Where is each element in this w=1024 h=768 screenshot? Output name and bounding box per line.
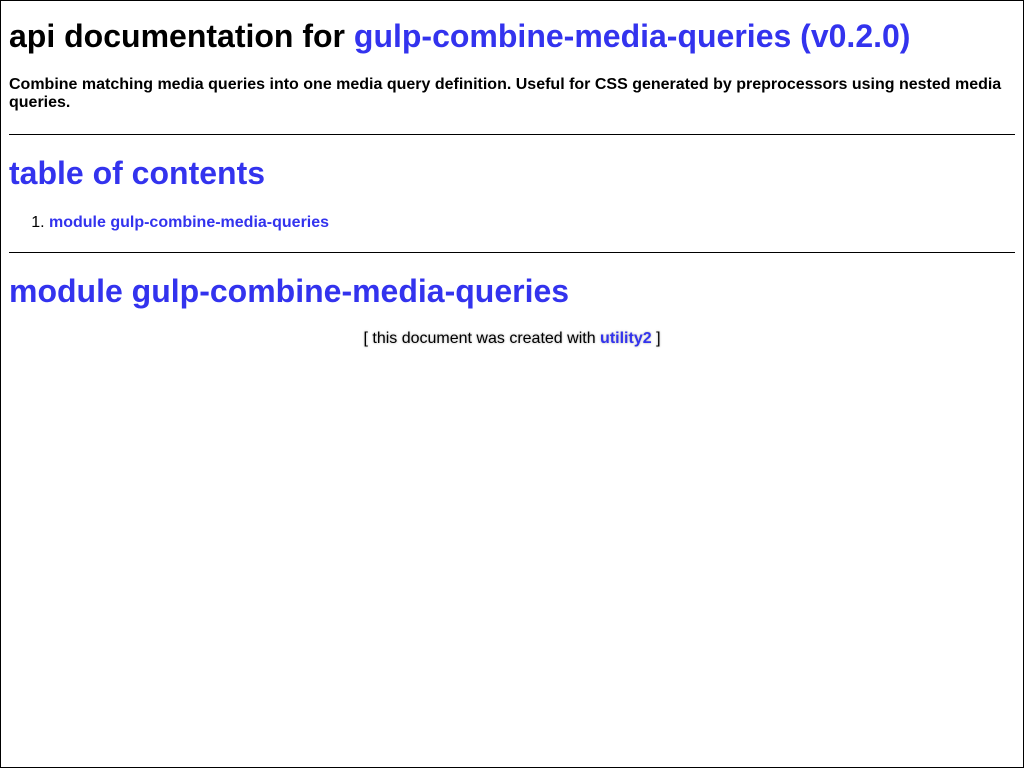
- utility2-link[interactable]: utility2: [600, 330, 652, 347]
- toc-item: module gulp-combine-media-queries: [49, 213, 1015, 233]
- page-title: api documentation for gulp-combine-media…: [9, 16, 1015, 56]
- module-heading: module gulp-combine-media-queries: [9, 273, 1015, 309]
- toc-list: module gulp-combine-media-queries: [9, 213, 1015, 233]
- toc-link-module[interactable]: module gulp-combine-media-queries: [49, 214, 330, 231]
- footer-suffix: ]: [656, 330, 661, 347]
- package-link[interactable]: gulp-combine-media-queries (v0.2.0): [353, 18, 911, 54]
- divider: [9, 134, 1015, 135]
- doc-page: api documentation for gulp-combine-media…: [1, 1, 1023, 349]
- module-heading-link[interactable]: module gulp-combine-media-queries: [9, 273, 570, 309]
- divider: [9, 252, 1015, 253]
- footer: [ this document was created with utility…: [9, 329, 1015, 349]
- title-prefix: api documentation for: [9, 18, 345, 54]
- footer-prefix: [ this document was created with: [363, 330, 596, 347]
- package-description: Combine matching media queries into one …: [9, 76, 1002, 111]
- toc-heading: table of contents: [9, 155, 266, 191]
